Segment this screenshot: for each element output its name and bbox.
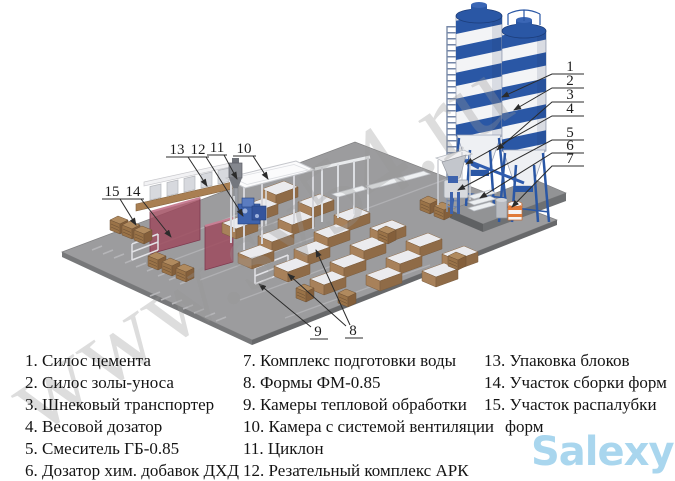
legend-column-1: 1. Силос цемента 2. Силос золы-уноса 3. … (25, 350, 240, 481)
callout-lines (102, 73, 584, 340)
callout-9: 9 (314, 324, 322, 340)
callout-2: 2 (566, 73, 574, 89)
legend-item-7: 7. Комплекс подготовки воды (243, 351, 457, 370)
legend-item-4: 4. Весовой дозатор (25, 417, 163, 436)
legend-item-9: 9. Камеры тепловой обработки (243, 395, 467, 414)
legend-column-2: 7. Комплекс подготовки воды 8. Формы ФМ-… (243, 350, 495, 481)
callout-13: 13 (170, 142, 185, 158)
legend-item-2: 2. Силос золы-уноса (25, 373, 174, 392)
callout-11: 11 (210, 140, 224, 156)
silo-right (497, 9, 551, 223)
silo-left (450, 2, 508, 207)
legend-item-14: 14. Участок сборки форм (484, 373, 667, 392)
callout-4: 4 (566, 101, 574, 117)
callout-15: 15 (105, 184, 120, 200)
legend-item-15: 15. Участок распалубки форм (484, 395, 657, 436)
legend-item-3: 3. Шнековый транспортер (25, 395, 215, 414)
legend-item-10: 10. Камера с системой вентиляции (243, 417, 495, 436)
callout-8: 8 (349, 323, 357, 339)
rail-sleepers (91, 245, 227, 322)
callout-7: 7 (566, 151, 574, 167)
legend-item-6: 6. Дозатор хим. добавок ДХД (25, 461, 239, 480)
callout-14: 14 (126, 184, 142, 200)
legend-item-8: 8. Формы ФМ-0.85 (243, 373, 381, 392)
salexy-logo: Salexy (531, 429, 675, 475)
legend-item-11: 11. Циклон (243, 439, 324, 458)
callout-3: 3 (566, 87, 574, 103)
callout-12: 12 (191, 142, 206, 158)
legend-item-13: 13. Упаковка блоков (484, 351, 630, 370)
legend-item-5: 5. Смеситель ГБ-0.85 (25, 439, 180, 458)
callout-numbers: 1 2 3 4 5 6 7 13 12 11 10 15 14 9 8 (105, 59, 575, 340)
callout-6: 6 (566, 138, 574, 154)
callout-1: 1 (566, 59, 574, 75)
callout-5: 5 (566, 125, 574, 141)
legend-column-3: 13. Упаковка блоков 14. Участок сборки ф… (484, 350, 670, 438)
legend-item-1: 1. Силос цемента (25, 351, 151, 370)
legend-item-12: 12. Резательный комплекс АРК (243, 461, 469, 480)
callout-10: 10 (237, 141, 252, 157)
